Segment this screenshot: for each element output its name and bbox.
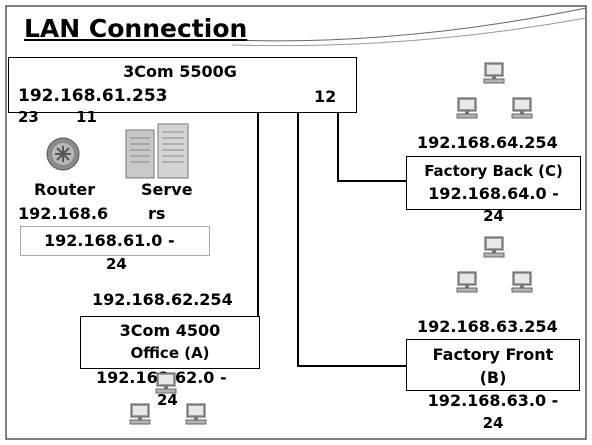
server-subnet-line2: 24 — [106, 255, 127, 273]
core-switch-port-left-2: 11 — [76, 108, 97, 126]
link-core-factory-front — [297, 112, 406, 367]
server-rack-icon — [125, 123, 189, 179]
factory-front-name-line2: (B) — [479, 368, 507, 387]
factory-back-name: Factory Back (C) — [424, 162, 563, 180]
desktop-computer-icon — [155, 372, 177, 394]
slide-frame — [5, 5, 587, 440]
office-subnet-line2: 24 — [157, 391, 178, 409]
core-switch-ip: 192.168.61.253 — [18, 86, 168, 106]
factory-front-subnet-line2: 24 — [482, 414, 504, 432]
office-gateway: 192.168.62.254 — [92, 290, 233, 309]
factory-front-name-line1: Factory Front — [432, 345, 554, 364]
factory-front-subnet-line1: 192.168.63.0 - — [427, 391, 559, 410]
factory-back-subnet-line1: 192.168.64.0 - — [428, 184, 559, 203]
office-switch-box — [80, 316, 260, 369]
server-subnet-line1: 192.168.61.0 - — [44, 231, 175, 250]
decorative-swoosh — [231, 17, 587, 47]
desktop-computer-icon — [185, 403, 207, 425]
server-subnet-box — [20, 226, 210, 256]
desktop-computer-icon — [511, 271, 533, 293]
factory-front-gateway: 192.168.63.254 — [417, 317, 558, 336]
page-title: LAN Connection — [24, 14, 248, 43]
factory-back-gateway: 192.168.64.254 — [417, 133, 558, 152]
office-name-line1: 3Com 4500 — [119, 321, 221, 340]
office-name-line2: Office (A) — [130, 344, 210, 362]
servers-label-line2: rs — [148, 204, 166, 223]
router-icon — [46, 137, 80, 171]
core-switch-name: 3Com 5500G — [123, 62, 237, 81]
desktop-computer-icon — [129, 403, 151, 425]
factory-back-switch-box — [406, 156, 581, 210]
link-core-factory-back — [337, 112, 406, 182]
factory-back-subnet-line2: 24 — [483, 207, 504, 225]
desktop-computer-icon — [456, 271, 478, 293]
desktop-computer-icon — [456, 97, 478, 119]
desktop-computer-icon — [483, 62, 505, 84]
desktop-computer-icon — [511, 97, 533, 119]
desktop-computer-icon — [483, 236, 505, 258]
router-ip: 192.168.6 — [18, 204, 109, 223]
decorative-swoosh — [229, 7, 587, 42]
servers-label-line1: Serve — [141, 180, 193, 199]
core-switch-port-right: 12 — [314, 87, 337, 106]
factory-front-switch-box — [406, 339, 580, 391]
core-switch-box — [8, 57, 357, 113]
router-label: Router — [34, 180, 96, 199]
core-switch-port-left-1: 23 — [18, 108, 39, 126]
